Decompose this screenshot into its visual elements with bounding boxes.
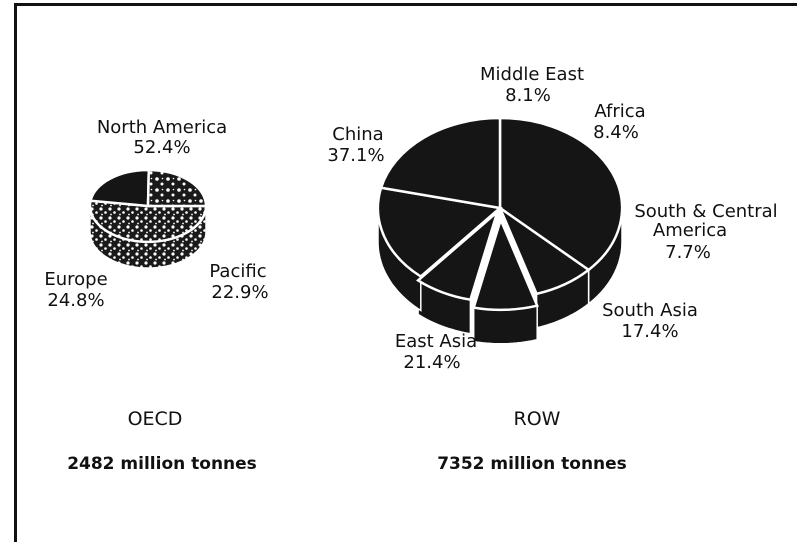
slice-africa xyxy=(472,216,539,312)
label-china: China xyxy=(332,124,383,145)
row-subtitle: 7352 million tonnes xyxy=(437,454,627,474)
slice-side-africa xyxy=(472,304,538,345)
value-east-asia: 21.4% xyxy=(403,352,460,373)
value-europe: 24.8% xyxy=(47,290,104,311)
slice-middle-east xyxy=(497,204,591,296)
oecd-subtitle: 2482 million tonnes xyxy=(67,454,257,474)
value-china: 37.1% xyxy=(327,145,384,166)
value-south-asia: 17.4% xyxy=(621,321,678,342)
value-pacific: 22.9% xyxy=(211,282,268,303)
row-title: ROW xyxy=(514,408,561,430)
label-africa: Africa xyxy=(594,101,645,122)
label-europe: Europe xyxy=(44,269,107,290)
label-south-central-america-line1: South & Central xyxy=(634,201,777,222)
slice-china xyxy=(498,116,624,272)
value-south-central-america: 7.7% xyxy=(665,242,711,263)
oecd-pie xyxy=(88,168,208,269)
label-north-america: North America xyxy=(97,117,227,138)
figure-frame xyxy=(14,3,797,542)
slice-europe xyxy=(146,168,208,208)
slice-east-asia xyxy=(379,116,502,210)
slice-south-central xyxy=(416,208,500,302)
slice-north-america xyxy=(88,199,208,244)
value-africa: 8.4% xyxy=(593,122,639,143)
value-middle-east: 8.1% xyxy=(505,85,551,106)
label-south-central-america-line2: America xyxy=(653,220,727,241)
label-south-asia: South Asia xyxy=(602,300,698,321)
slice-pacific xyxy=(89,168,151,208)
label-middle-east: Middle East xyxy=(480,64,584,85)
row-pie xyxy=(376,116,624,345)
value-north-america: 52.4% xyxy=(133,137,190,158)
label-pacific: Pacific xyxy=(209,261,266,282)
slice-south-asia xyxy=(376,186,503,279)
label-east-asia: East Asia xyxy=(395,331,477,352)
oecd-title: OECD xyxy=(128,408,183,430)
